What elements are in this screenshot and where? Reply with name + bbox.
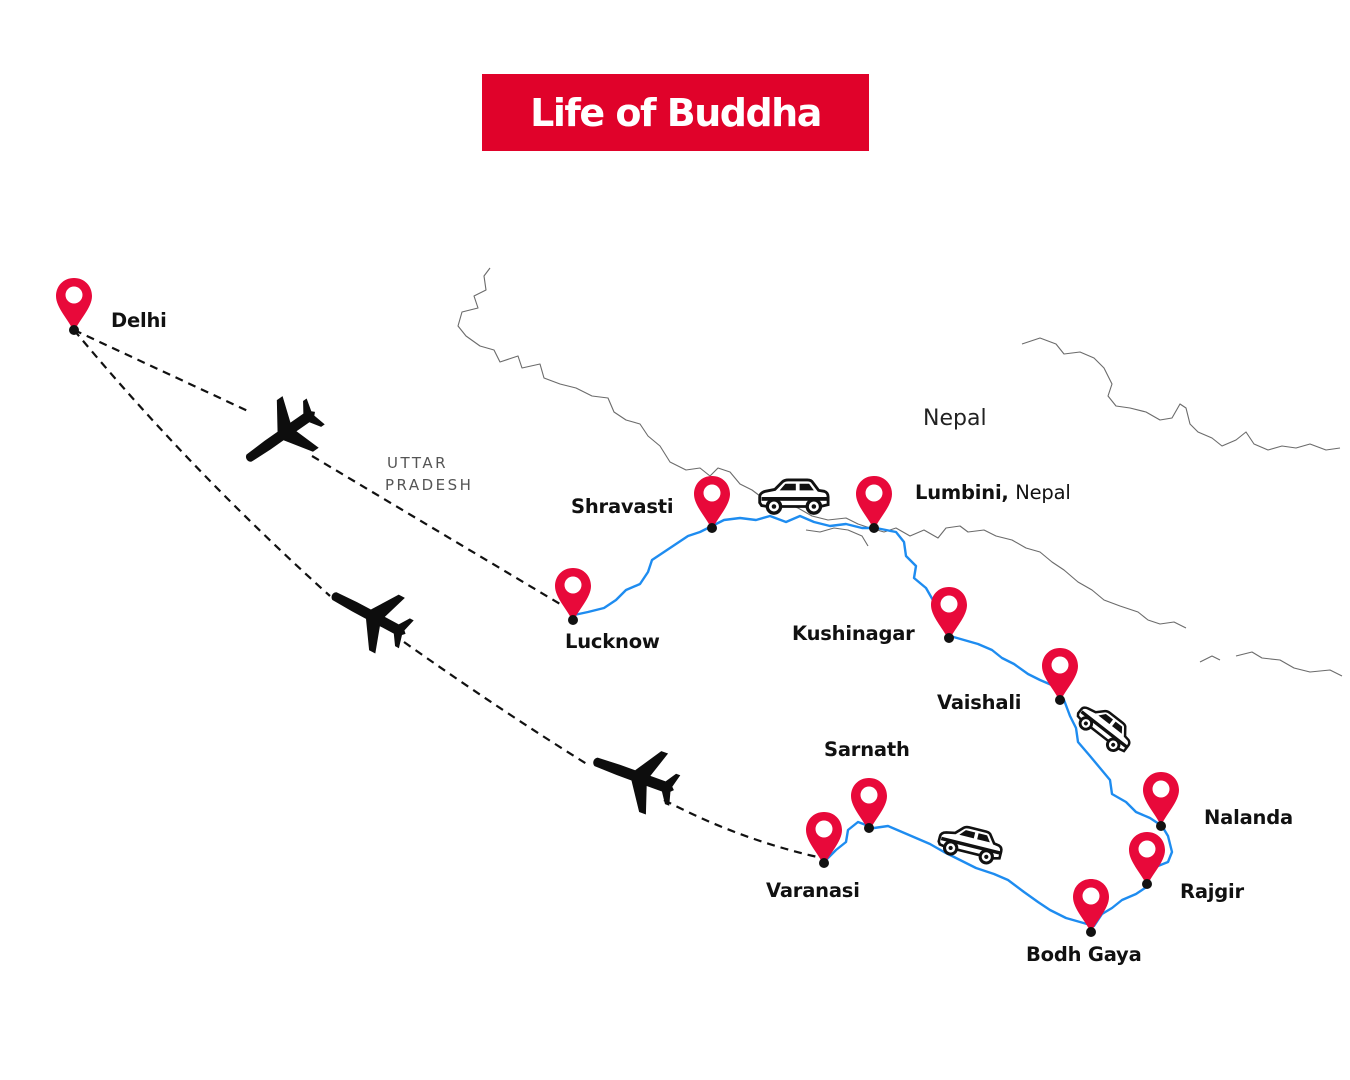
map-pin-icon[interactable] xyxy=(694,476,730,533)
page-title: Life of Buddha xyxy=(530,90,822,135)
map-pin-icon[interactable] xyxy=(56,278,92,335)
city-label-shravasti[interactable]: Shravasti xyxy=(571,495,674,518)
map-pin-icon[interactable] xyxy=(1143,772,1179,831)
flight-route-delhi-lucknow xyxy=(73,329,561,605)
flight-routes xyxy=(73,329,823,860)
region-label-line: PRADESH xyxy=(385,476,474,494)
region-label-line: UTTAR xyxy=(387,454,449,472)
airplane-icon xyxy=(317,567,422,663)
city-label-sarnath[interactable]: Sarnath xyxy=(824,738,910,761)
car-icon xyxy=(758,478,830,515)
airplane-icon xyxy=(582,730,686,821)
airplane-icon xyxy=(228,385,334,486)
city-label-kushinagar[interactable]: Kushinagar xyxy=(792,622,915,645)
nepal-border xyxy=(457,267,1343,677)
title-banner: Life of Buddha xyxy=(482,74,869,151)
map-pin-icon[interactable] xyxy=(1129,832,1165,889)
city-name: Lumbini, xyxy=(915,481,1009,504)
city-country: Nepal xyxy=(1015,481,1071,504)
map-pin-icon[interactable] xyxy=(1073,879,1109,937)
map-pin-icon[interactable] xyxy=(555,568,591,625)
city-label-lumbini[interactable]: Lumbini, Nepal xyxy=(915,481,1071,504)
map-pin-icon[interactable] xyxy=(856,476,892,533)
region-label-nepal: Nepal xyxy=(923,406,987,431)
map-pin-icon[interactable] xyxy=(851,778,887,833)
city-label-lucknow[interactable]: Lucknow xyxy=(565,630,660,653)
city-label-rajgir[interactable]: Rajgir xyxy=(1180,880,1244,903)
city-label-delhi[interactable]: Delhi xyxy=(111,309,167,332)
map-pin-icon[interactable] xyxy=(806,812,842,868)
city-label-bodh-gaya[interactable]: Bodh Gaya xyxy=(1026,943,1142,966)
map-pin-icon[interactable] xyxy=(931,587,967,643)
city-label-nalanda[interactable]: Nalanda xyxy=(1204,806,1293,829)
road-route xyxy=(573,514,1174,928)
flight-route-delhi-varanasi xyxy=(73,329,823,860)
city-label-vaishali[interactable]: Vaishali xyxy=(937,691,1022,714)
city-label-varanasi[interactable]: Varanasi xyxy=(766,879,860,902)
map-pin-icon[interactable] xyxy=(1042,648,1078,705)
region-label-uttar-pradesh: UTTAR PRADESH xyxy=(385,452,473,496)
car-icon xyxy=(934,819,1007,868)
